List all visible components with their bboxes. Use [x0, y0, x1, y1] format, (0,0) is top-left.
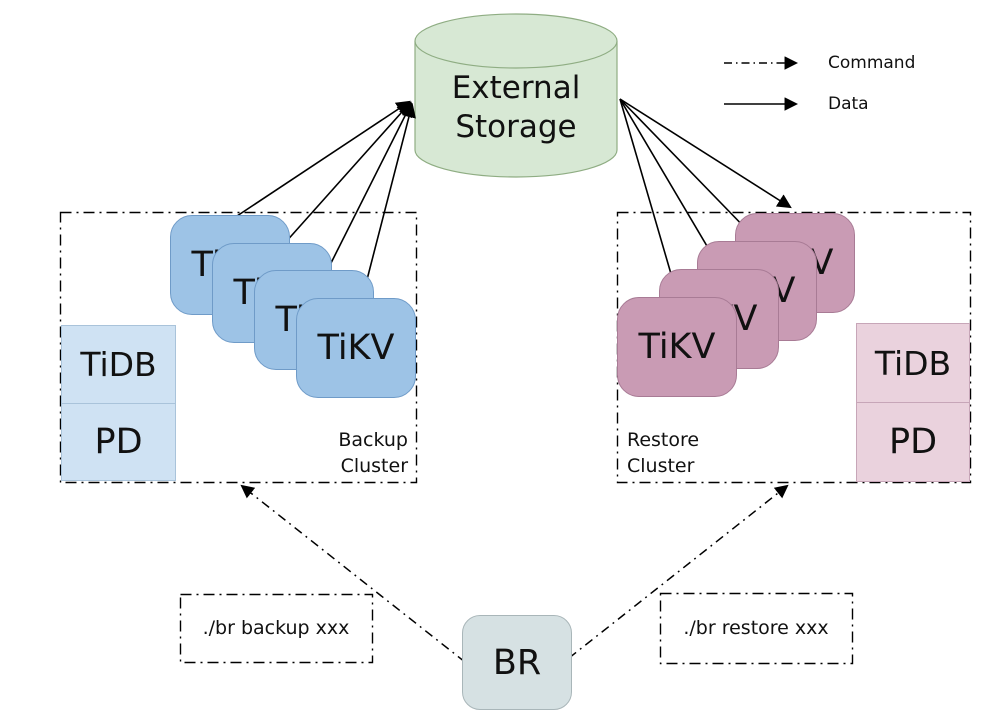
restore-tidb-label: TiDB [874, 343, 952, 383]
external-storage-label-line1: External [451, 70, 581, 106]
legend-data-label: Data [828, 94, 869, 114]
external-storage-label-line2: Storage [455, 109, 577, 145]
restore-cluster-name-line2: Cluster [627, 455, 695, 477]
restore-pd-cell: PD [857, 403, 969, 481]
br-command-arrows [240, 484, 789, 663]
restore-cluster-name-line1: Restore [627, 429, 700, 451]
backup-command-border [179, 593, 374, 664]
restore-cluster-name: Restore Cluster [627, 427, 757, 479]
backup-pd-cell: PD [62, 404, 175, 481]
br-tool-node: BR [462, 615, 572, 710]
external-storage-cylinder [414, 13, 618, 178]
restore-tidb-pd-stack: TiDB PD [856, 323, 970, 482]
backup-tidb-label: TiDB [80, 344, 157, 384]
backup-tikv-node-4: TiKV [296, 298, 416, 398]
restore-tidb-cell: TiDB [857, 324, 969, 403]
legend-arrows [724, 56, 799, 111]
backup-command-text: ./br backup xxx [202, 617, 350, 639]
backup-tidb-cell: TiDB [62, 326, 175, 404]
backup-cluster-border [59, 211, 418, 484]
backup-cluster-name-line1: Backup [338, 429, 408, 451]
backup-pd-label: PD [94, 421, 143, 462]
restore-command-border [659, 592, 854, 665]
external-storage-node: External Storage [415, 64, 617, 152]
restore-tikv-node-4: TiKV [617, 297, 737, 397]
backup-cluster-name: Backup Cluster [290, 427, 408, 479]
restore-command-text: ./br restore xxx [683, 617, 829, 639]
legend-command-label: Command [828, 53, 916, 73]
backup-cluster-name-line2: Cluster [340, 455, 408, 477]
backup-tidb-pd-stack: TiDB PD [61, 325, 176, 481]
restore-data-arrows [619, 98, 792, 294]
backup-data-arrows [236, 100, 416, 300]
restore-pd-label: PD [888, 422, 938, 462]
